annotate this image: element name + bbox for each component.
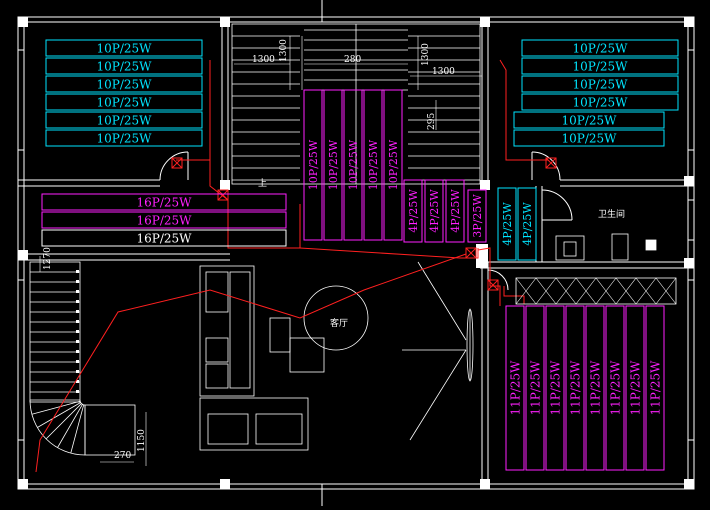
dim-1270: 1270 (43, 247, 53, 270)
bottom-right-heater-label-3: 11P/25W (548, 360, 562, 416)
small-4p-heater-label-1: 4P/25W (407, 189, 420, 233)
spiral-stairs (29, 261, 136, 456)
dim-1300-vertical-left: 1300 (279, 39, 289, 62)
bottom-right-heater-1 (505, 305, 525, 471)
dim-1300-vertical-right: 1300 (421, 43, 431, 66)
dim-1300-right: 1300 (432, 67, 455, 77)
top-right-heater-label-4: 10P/25W (573, 96, 629, 110)
top-left-heater-label-1: 10P/25W (97, 41, 153, 55)
top-left-heater-label-5: 10P/25W (97, 113, 153, 127)
center-heater-label-2: 10P/25W (327, 139, 340, 190)
stairs-top (231, 23, 481, 185)
cyan-4p-heater-group: 4P/25W 4P/25W (497, 187, 537, 261)
label-living-room: 客厅 (330, 317, 348, 329)
heater-3p-group: 3P/25W (467, 189, 487, 243)
top-left-heater-label-3: 10P/25W (97, 77, 153, 91)
top-left-heater-label-4: 10P/25W (97, 95, 153, 109)
top-left-heater-6 (45, 129, 203, 147)
label-up: 上 (258, 178, 267, 189)
label-bathroom: 卫生间 (598, 208, 625, 220)
center-vertical-heater-group: 10P/25W 10P/25W 10P/25W 10P/25W 10P/25W (303, 89, 403, 241)
wall-columns (18, 17, 694, 489)
top-left-heater-1 (45, 39, 203, 57)
top-left-heater-4 (45, 93, 203, 111)
small-4p-heater-label-3: 4P/25W (449, 189, 462, 233)
center-heater-1 (303, 89, 323, 241)
top-right-heater-label-1: 10P/25W (573, 42, 629, 56)
center-heater-4 (363, 89, 383, 241)
top-right-heater-2 (521, 57, 679, 75)
dim-1300-left: 1300 (252, 55, 275, 65)
bottom-right-heater-label-7: 11P/25W (628, 360, 642, 416)
small-4p-heater-3 (445, 179, 465, 243)
bottom-right-heater-4 (565, 305, 585, 471)
top-right-heater-label-6: 10P/25W (562, 132, 618, 146)
bottom-right-heater-label-1: 11P/25W (508, 360, 522, 416)
center-heater-5 (383, 89, 403, 241)
middle-left-heater-3 (41, 229, 287, 247)
furniture (199, 233, 657, 451)
middle-left-heater-1 (41, 193, 287, 211)
cyan-4p-heater-1 (497, 187, 517, 261)
dimension-labels: 1300 1300 280 1300 1300 295 1150 270 127… (43, 39, 455, 461)
top-right-heater-1 (521, 39, 679, 57)
top-left-heater-3 (45, 75, 203, 93)
center-heater-label-3: 10P/25W (347, 139, 360, 190)
bottom-right-heater-label-8: 11P/25W (648, 360, 662, 416)
center-heater-3 (343, 89, 363, 241)
small-4p-heater-label-2: 4P/25W (428, 189, 441, 233)
top-right-heater-label-5: 10P/25W (562, 114, 618, 128)
dim-280: 280 (344, 55, 361, 65)
center-heater-label-5: 10P/25W (387, 139, 400, 190)
top-right-heater-label-3: 10P/25W (573, 78, 629, 92)
top-right-heater-3 (521, 75, 679, 93)
dim-1150: 1150 (137, 429, 147, 452)
small-4p-heater-2 (424, 179, 444, 243)
top-left-heater-2 (45, 57, 203, 75)
bottom-right-heater-2 (525, 305, 545, 471)
bottom-right-heater-8 (645, 305, 665, 471)
stair-dots (76, 270, 79, 393)
top-left-heater-label-2: 10P/25W (97, 59, 153, 73)
top-left-heater-5 (45, 111, 203, 129)
middle-left-heater-2 (41, 211, 287, 229)
dim-270: 270 (114, 451, 131, 461)
red-junction-boxes (171, 157, 557, 291)
bottom-right-heater-label-4: 11P/25W (568, 360, 582, 416)
bottom-right-heater-7 (625, 305, 645, 471)
bottom-right-heater-6 (605, 305, 625, 471)
top-right-heater-5 (513, 111, 665, 129)
heater-3p-label: 3P/25W (471, 194, 484, 238)
bottom-right-heater-label-2: 11P/25W (528, 360, 542, 416)
heater-3p (467, 189, 487, 243)
dim-295: 295 (427, 113, 437, 130)
top-right-heater-label-2: 10P/25W (573, 60, 629, 74)
top-left-heater-group: 10P/25W 10P/25W 10P/25W 10P/25W 10P/25W 10P/2… (45, 39, 203, 147)
cyan-4p-heater-label-2: 4P/25W (521, 202, 534, 246)
top-right-heater-6 (513, 129, 665, 147)
center-heater-label-1: 10P/25W (307, 139, 320, 190)
small-4p-heater-1 (403, 179, 423, 243)
center-heater-2 (323, 89, 343, 241)
bottom-right-heater-5 (585, 305, 605, 471)
center-heater-label-4: 10P/25W (367, 139, 380, 190)
room-labels: 上 卫生间 客厅 (258, 178, 625, 329)
middle-left-heater-group: 16P/25W 16P/25W 16P/25W (41, 193, 287, 247)
small-4p-heater-group: 4P/25W 4P/25W 4P/25W (403, 179, 465, 243)
bottom-right-heater-group: 11P/25W 11P/25W 11P/25W 11P/25W 11P/25W 11P/2… (505, 277, 677, 471)
bottom-right-heater-label-6: 11P/25W (608, 360, 622, 416)
bottom-right-heater-label-5: 11P/25W (588, 360, 602, 416)
bottom-right-heater-3 (545, 305, 565, 471)
top-right-heater-group: 10P/25W 10P/25W 10P/25W 10P/25W 10P/25W 10P/2… (513, 39, 679, 147)
middle-left-heater-label-1: 16P/25W (137, 195, 193, 209)
middle-left-heater-label-3: 16P/25W (137, 231, 193, 245)
dimension-lines (39, 36, 482, 466)
top-left-heater-label-6: 10P/25W (97, 131, 153, 145)
top-right-heater-4 (521, 93, 679, 111)
cyan-4p-heater-2 (517, 187, 537, 261)
middle-left-heater-label-2: 16P/25W (137, 213, 193, 227)
cyan-4p-heater-label-1: 4P/25W (501, 202, 514, 246)
